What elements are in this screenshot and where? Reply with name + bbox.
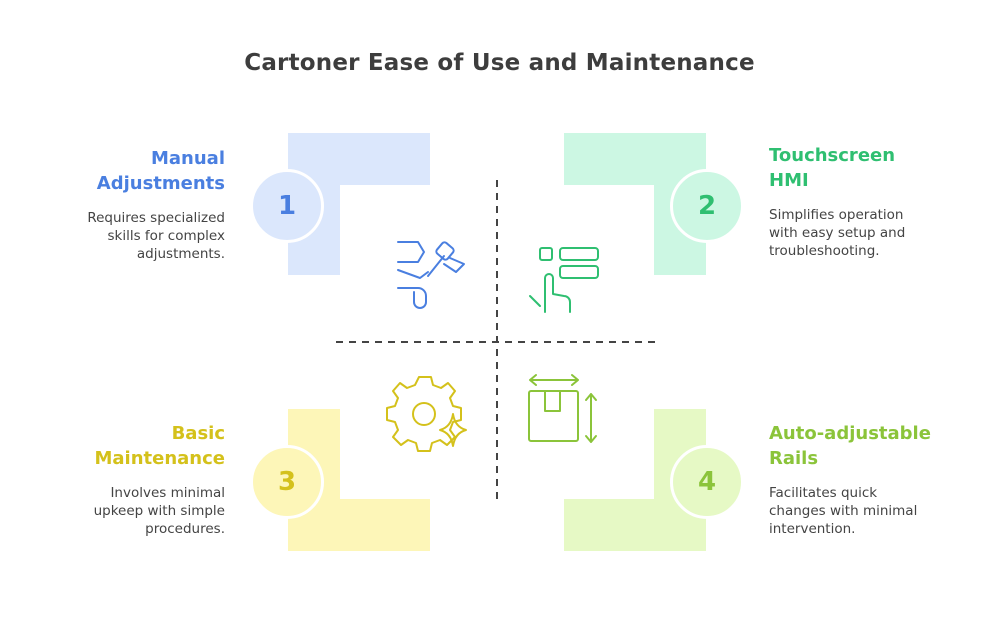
page-title: Cartoner Ease of Use and Maintenance [244,50,755,76]
description-line: changes with minimal [769,503,918,519]
box-dimension-icon [528,374,597,443]
quadrant-4-block [564,409,706,551]
description-line: with easy setup and [769,225,906,241]
quadrant-4-heading: Auto-adjustable Rails [769,421,984,471]
description-line: skills for complex [107,228,226,244]
step-number-3: 3 [250,445,324,519]
quadrant-1-heading: Manual Adjustments [40,146,225,196]
description-line: adjustments. [136,246,225,262]
quadrant-2-heading: Touchscreen HMI [769,143,969,193]
description-line: upkeep with simple [93,503,225,519]
heading-line: Basic [171,423,225,444]
quadrant-2-description: Simplifies operation with easy setup and… [769,206,969,260]
step-number-2: 2 [670,169,744,243]
heading-line: Rails [769,448,819,469]
heading-line: Manual [150,148,225,169]
quadrant-3-block [288,409,430,551]
description-line: intervention. [769,521,856,537]
step-number-4: 4 [670,445,744,519]
description-line: Involves minimal [110,485,225,501]
gear-sparkle-icon [386,376,467,452]
touch-menu-icon [529,247,599,313]
heading-line: Auto-adjustable [769,423,931,444]
heading-line: Adjustments [96,173,225,194]
heading-line: Touchscreen [769,145,896,166]
description-line: Requires specialized [87,210,225,226]
heading-line: HMI [769,170,809,191]
step-number-1: 1 [250,169,324,243]
quadrant-2-block [564,133,706,275]
quadrant-1-block [288,133,430,275]
quadrant-4-description: Facilitates quick changes with minimal i… [769,484,969,538]
description-line: troubleshooting. [769,243,880,259]
description-line: procedures. [145,521,225,537]
description-line: Facilitates quick [769,485,878,501]
quadrant-3-heading: Basic Maintenance [40,421,225,471]
quadrant-1-description: Requires specialized skills for complex … [40,209,225,263]
wrench-hand-icon [397,241,465,309]
heading-line: Maintenance [94,448,225,469]
quadrant-3-description: Involves minimal upkeep with simple proc… [40,484,225,538]
description-line: Simplifies operation [769,207,904,223]
